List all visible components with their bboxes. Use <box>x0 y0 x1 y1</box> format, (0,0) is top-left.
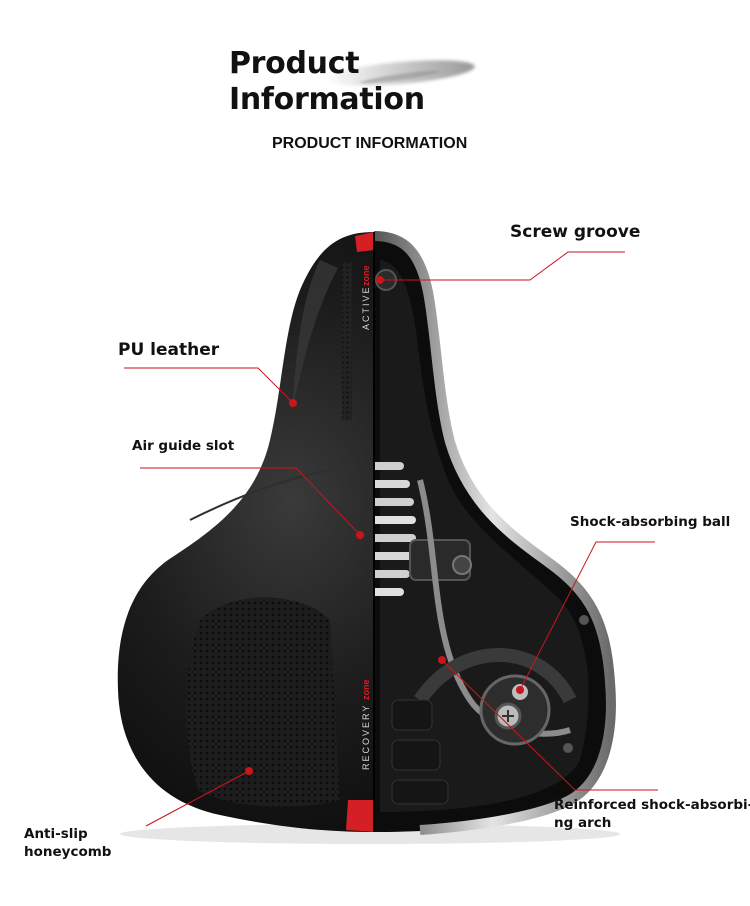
seat-cutaway <box>374 231 616 835</box>
callout-lines <box>124 251 658 827</box>
screw-groove-line <box>380 251 625 281</box>
pu-leather-line <box>124 367 294 404</box>
callout-arch-line2: ng arch <box>554 815 612 831</box>
active-print-text: ACTIVE <box>361 285 371 330</box>
callout-anti-slip-line2: honeycomb <box>24 844 112 860</box>
callout-arch-line1: Reinforced shock-absorbi- <box>554 797 750 813</box>
active-zone-print: ACTIVE zone <box>361 265 371 330</box>
active-print-accent: zone <box>361 265 371 286</box>
callout-dots <box>245 276 524 775</box>
recovery-zone-print: RECOVERY zone <box>361 679 371 770</box>
recovery-print-accent: zone <box>361 679 371 700</box>
callout-air-guide-slot: Air guide slot <box>132 438 235 454</box>
page-title-line1: Product <box>229 46 360 81</box>
arch-line <box>441 659 658 791</box>
page-subtitle: PRODUCT INFORMATION <box>272 135 468 152</box>
page-title-line2: Information <box>229 82 425 117</box>
callout-screw-groove: Screw groove <box>510 222 641 242</box>
seat-exterior <box>117 232 374 832</box>
shock-ball-line <box>519 541 655 691</box>
callout-pu-leather: PU leather <box>118 340 220 360</box>
spring-coils <box>374 462 416 596</box>
recovery-print-text: RECOVERY <box>361 704 371 770</box>
callout-shock-absorbing-ball: Shock-absorbing ball <box>570 514 731 530</box>
air-guide-line <box>140 467 361 536</box>
callout-anti-slip-line1: Anti-slip <box>24 826 88 842</box>
anti-slip-line <box>145 770 250 827</box>
seat-shadow <box>120 824 620 844</box>
header: Product Information PRODUCT INFORMATION <box>0 0 750 170</box>
